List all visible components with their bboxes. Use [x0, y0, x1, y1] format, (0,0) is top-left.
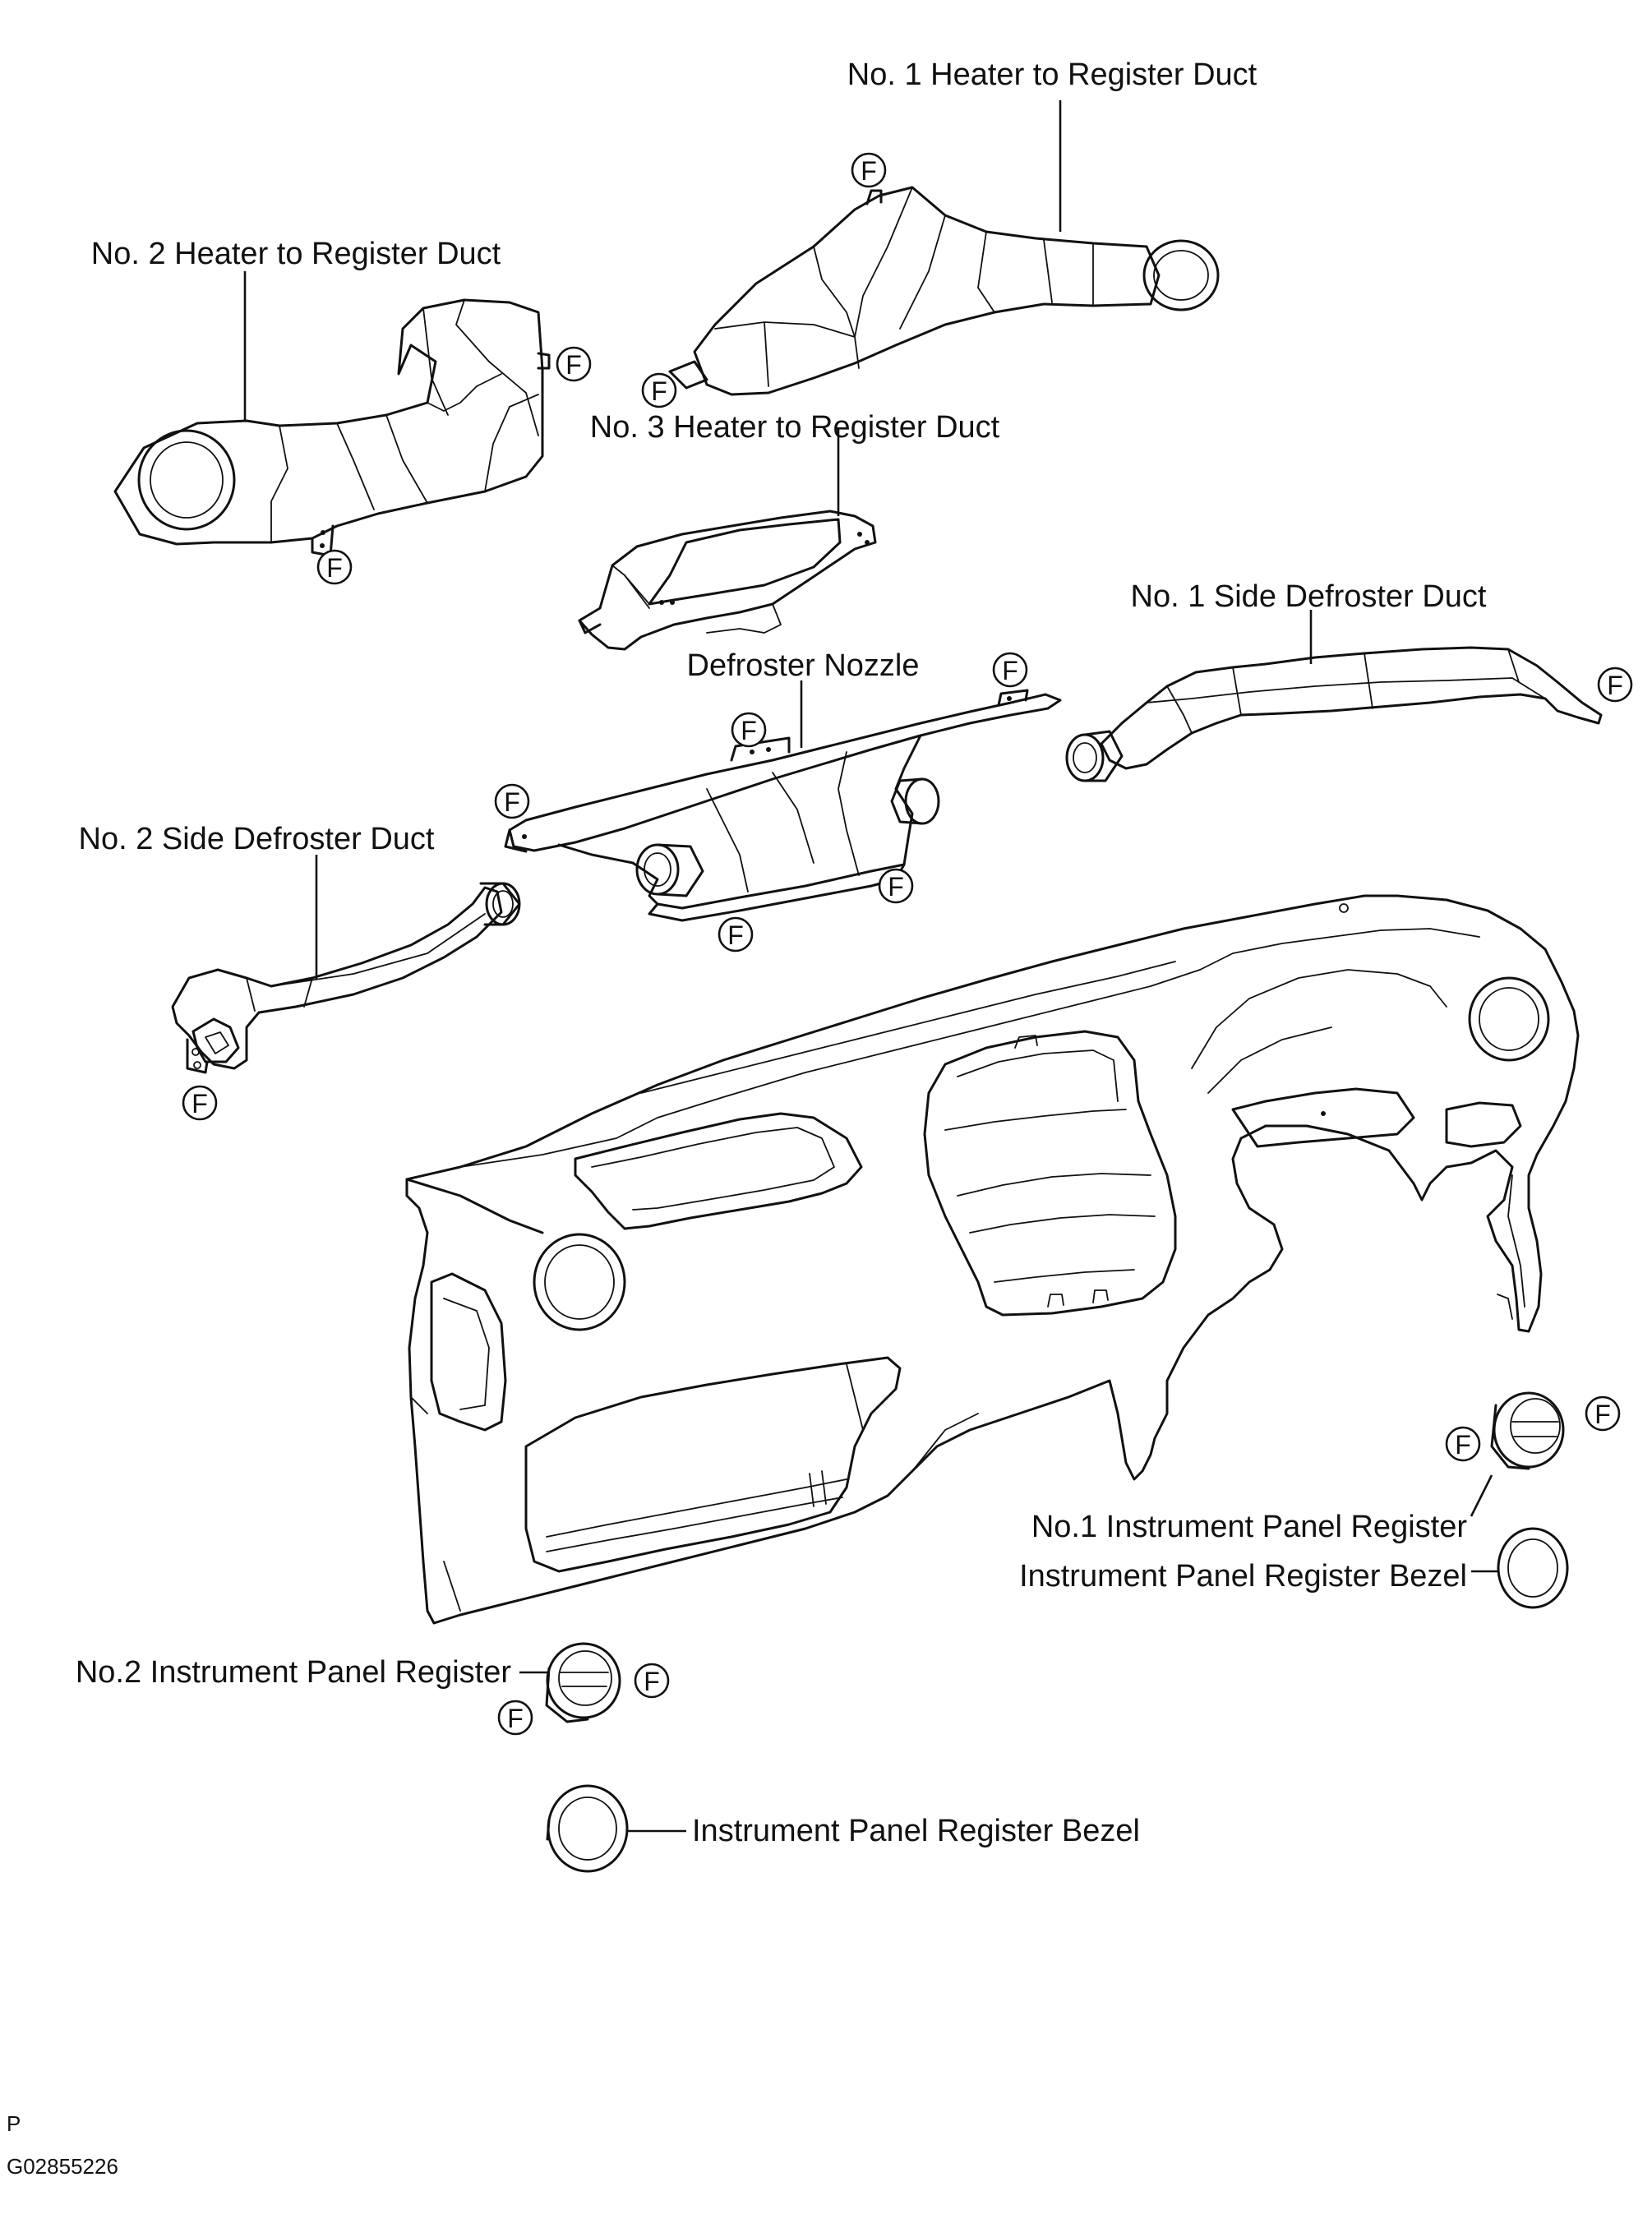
no1-side-defroster-duct-part [1065, 646, 1603, 782]
svg-text:F: F [727, 920, 744, 950]
clip-marker-8: F [494, 783, 530, 819]
no2-side-defroster-duct-part [171, 882, 521, 1074]
svg-text:F: F [1594, 1400, 1611, 1429]
defroster-nozzle-part [504, 689, 1062, 922]
no1-register-part [1490, 1391, 1565, 1470]
clip-marker-6: F [731, 712, 767, 748]
clip-marker-4: F [316, 549, 353, 585]
label-no2-side-defroster: No. 2 Side Defroster Duct [79, 822, 435, 856]
clip-marker-9: F [878, 868, 914, 904]
clip-markers: F F F F F F F F F F F F F F F [182, 152, 1633, 1736]
label-no2-heater-duct: No. 2 Heater to Register Duct [91, 237, 501, 271]
footer-codes: P G02855226 [7, 2111, 118, 2179]
label-no2-register: No.2 Instrument Panel Register [76, 1655, 511, 1690]
view-code: P [7, 2111, 21, 2136]
svg-text:F: F [741, 716, 757, 745]
no1-heater-duct-part [668, 186, 1220, 396]
clip-marker-10: F [718, 916, 754, 952]
clip-marker-14: F [634, 1663, 670, 1699]
leader-no1-register [1470, 1474, 1493, 1517]
label-no3-heater-duct: No. 3 Heater to Register Duct [590, 410, 1000, 445]
label-defroster-nozzle: Defroster Nozzle [687, 648, 920, 683]
clip-marker-2: F [556, 346, 592, 382]
svg-text:F: F [1455, 1430, 1471, 1460]
bezel-left-part [546, 1784, 629, 1873]
no2-register-part [545, 1642, 621, 1723]
label-no1-register: No.1 Instrument Panel Register [1031, 1510, 1467, 1544]
label-bezel-left: Instrument Panel Register Bezel [692, 1814, 1140, 1848]
svg-text:F: F [644, 1667, 660, 1696]
clip-marker-7: F [1597, 667, 1633, 703]
svg-text:F: F [326, 553, 343, 583]
clip-marker-13: F [1445, 1426, 1481, 1462]
svg-text:F: F [1607, 671, 1623, 700]
svg-text:F: F [1002, 656, 1018, 685]
svg-text:F: F [651, 376, 667, 406]
instrument-panel-part [405, 894, 1580, 1625]
svg-text:F: F [504, 787, 520, 817]
svg-text:F: F [507, 1704, 524, 1733]
clip-marker-3: F [641, 372, 677, 408]
clip-marker-11: F [182, 1085, 218, 1121]
svg-text:F: F [861, 156, 877, 186]
bezel-right-part [1497, 1527, 1569, 1609]
svg-text:F: F [888, 872, 904, 902]
clip-marker-1: F [851, 152, 887, 188]
leader-lines [243, 100, 1497, 1833]
figure-id: G02855226 [7, 2154, 118, 2179]
callout-labels: No. 1 Heater to Register Duct No. 2 Heat… [76, 58, 1487, 1848]
label-no1-side-defroster: No. 1 Side Defroster Duct [1131, 579, 1487, 614]
clip-marker-15: F [497, 1700, 533, 1736]
no3-heater-duct-part [578, 510, 877, 651]
svg-text:F: F [192, 1089, 208, 1119]
clip-marker-12: F [1585, 1395, 1621, 1432]
clip-marker-5: F [992, 652, 1028, 688]
label-no1-heater-duct: No. 1 Heater to Register Duct [847, 58, 1257, 92]
svg-text:F: F [565, 350, 582, 380]
label-bezel-right: Instrument Panel Register Bezel [1019, 1559, 1467, 1594]
no2-heater-duct-part [113, 298, 551, 557]
